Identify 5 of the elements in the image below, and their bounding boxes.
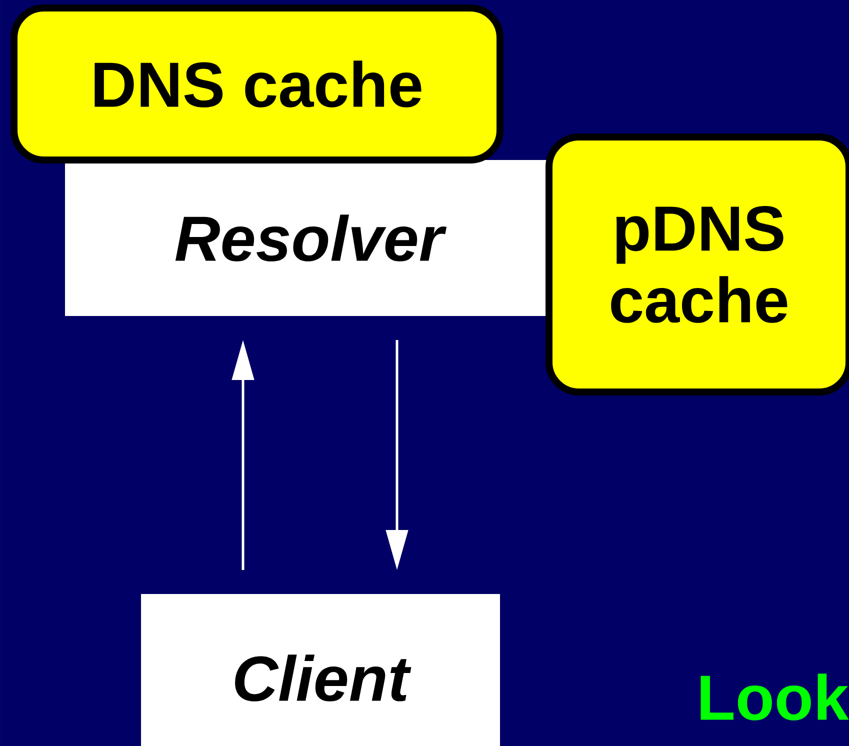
process-box: Client — [141, 594, 500, 746]
slide-title: Look — [700, 674, 849, 720]
cache-box: pDNS cache — [546, 134, 849, 396]
process-box: Resolver — [65, 160, 553, 316]
cache-box: DNS cache — [10, 4, 504, 164]
